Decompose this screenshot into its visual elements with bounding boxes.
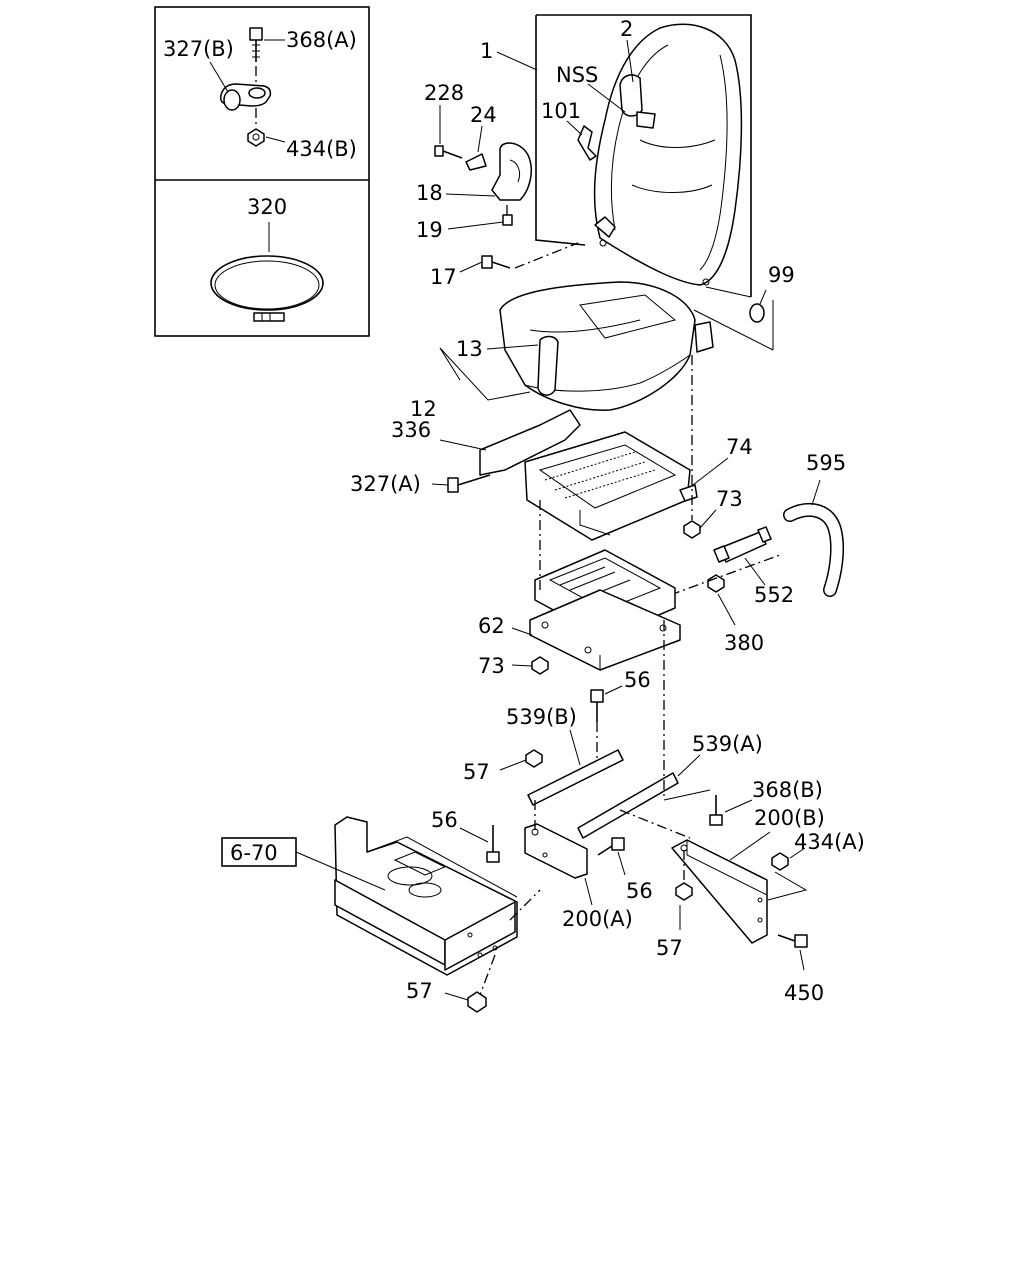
washer-99 — [749, 303, 765, 323]
callout-450: 450 — [784, 981, 824, 1005]
suspension-base — [529, 549, 681, 671]
callout-595: 595 — [806, 451, 846, 475]
callout-327b: 327(B) — [163, 37, 234, 61]
nut-73-lower — [531, 656, 549, 675]
callout-101: 101 — [541, 99, 581, 123]
callout-200b: 200(B) — [754, 806, 825, 830]
callout-228: 228 — [424, 81, 464, 105]
callout-17: 17 — [430, 265, 457, 289]
callout-56b: 56 — [431, 808, 458, 832]
callout-539b: 539(B) — [506, 705, 577, 729]
callout-99: 99 — [768, 263, 795, 287]
nut-434a — [771, 852, 789, 871]
callout-368a: 368(A) — [286, 28, 357, 52]
seat-cushion — [499, 281, 714, 411]
callout-368b: 368(B) — [752, 778, 823, 802]
seat-back — [535, 14, 752, 297]
callout-57b: 57 — [656, 936, 683, 960]
hinge-cover — [434, 142, 579, 269]
callout-74: 74 — [726, 435, 753, 459]
callout-6-70: 6-70 — [230, 841, 278, 865]
inset-clamp-assembly — [219, 27, 272, 147]
strap-nss — [619, 74, 656, 129]
rail-539a — [577, 772, 679, 839]
nut-57-upper — [525, 749, 543, 768]
callout-434a: 434(A) — [794, 830, 865, 854]
callout-56a: 56 — [624, 668, 651, 692]
callout-57a: 57 — [463, 760, 490, 784]
callout-200a: 200(A) — [562, 907, 633, 931]
callout-380: 380 — [724, 631, 764, 655]
bolt-56-upper — [590, 689, 604, 703]
nut-380 — [707, 574, 725, 593]
callout-57c: 57 — [406, 979, 433, 1003]
callout-552: 552 — [754, 583, 794, 607]
callout-62: 62 — [478, 614, 505, 638]
callout-434b: 434(B) — [286, 137, 357, 161]
hose-band — [210, 255, 324, 322]
bracket-200a — [524, 823, 588, 879]
bolt-56-right — [611, 837, 625, 851]
callout-336: 336 — [391, 418, 431, 442]
inset-panel — [154, 6, 370, 337]
callout-539a: 539(A) — [692, 732, 763, 756]
callout-320: 320 — [247, 195, 287, 219]
nut-57-lower — [467, 991, 487, 1013]
callout-327a: 327(A) — [350, 472, 421, 496]
bolt-368b — [709, 814, 723, 826]
bolt-56-left — [486, 851, 500, 863]
callout-73b: 73 — [478, 654, 505, 678]
callout-nss: NSS — [556, 63, 598, 87]
nut-57-mid — [675, 882, 693, 901]
rail-539b — [527, 749, 624, 806]
callout-12: 12 — [410, 397, 437, 421]
bolt-450 — [794, 934, 808, 948]
callout-73a: 73 — [716, 487, 743, 511]
callout-1: 1 — [480, 39, 493, 63]
seat-frame — [524, 431, 698, 541]
callout-19: 19 — [416, 218, 443, 242]
callout-18: 18 — [416, 181, 443, 205]
callout-24: 24 — [470, 103, 497, 127]
callout-13: 13 — [456, 337, 483, 361]
floor-bracket — [334, 816, 541, 976]
callout-56c: 56 — [626, 879, 653, 903]
cover-336 — [479, 409, 581, 476]
clip-101 — [577, 125, 597, 161]
fitting-552 — [713, 526, 772, 563]
nut-73-upper — [683, 520, 701, 539]
callout-2: 2 — [620, 17, 633, 41]
bracket-200b — [671, 839, 768, 944]
